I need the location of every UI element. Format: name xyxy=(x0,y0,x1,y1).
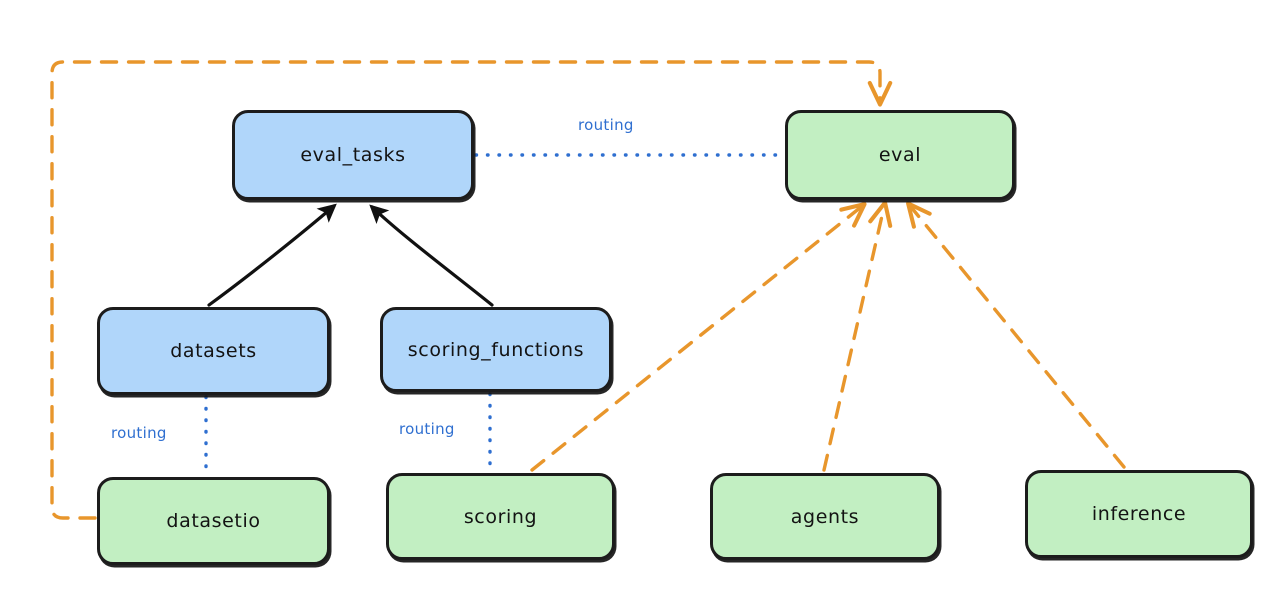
node-eval[interactable]: eval xyxy=(785,110,1015,200)
node-datasets[interactable]: datasets xyxy=(97,307,330,395)
edge-datasets-to-eval-tasks xyxy=(207,203,337,307)
edge-scoring-functions-to-eval-tasks xyxy=(369,204,494,307)
node-datasets-label: datasets xyxy=(170,340,257,362)
edge-scoring-to-eval-dependency xyxy=(530,202,867,472)
node-datasetio[interactable]: datasetio xyxy=(97,477,330,565)
node-inference-label: inference xyxy=(1091,503,1187,525)
edge-agents-to-eval-dependency xyxy=(822,200,893,472)
node-scoring-label: scoring xyxy=(463,505,538,528)
node-scoring-functions-label: scoring_functions xyxy=(407,338,585,361)
node-eval-tasks[interactable]: eval_tasks xyxy=(232,110,474,200)
node-eval-tasks-label: eval_tasks xyxy=(300,144,406,166)
node-agents-label: agents xyxy=(790,505,860,528)
node-inference[interactable]: inference xyxy=(1025,470,1253,558)
edge-label-routing-datasets-datasetio: routing xyxy=(111,424,167,442)
node-datasetio-label: datasetio xyxy=(166,510,261,532)
node-eval-label: eval xyxy=(878,144,922,166)
node-agents[interactable]: agents xyxy=(710,473,940,560)
edge-inference-to-eval-dependency xyxy=(906,201,1126,469)
edge-datasetio-to-eval-dependency xyxy=(50,60,893,520)
node-scoring[interactable]: scoring xyxy=(386,473,615,560)
edge-label-routing-scoring-functions-scoring: routing xyxy=(399,420,455,438)
edge-label-routing-eval-tasks-eval: routing xyxy=(578,116,634,134)
node-scoring-functions[interactable]: scoring_functions xyxy=(380,307,612,392)
